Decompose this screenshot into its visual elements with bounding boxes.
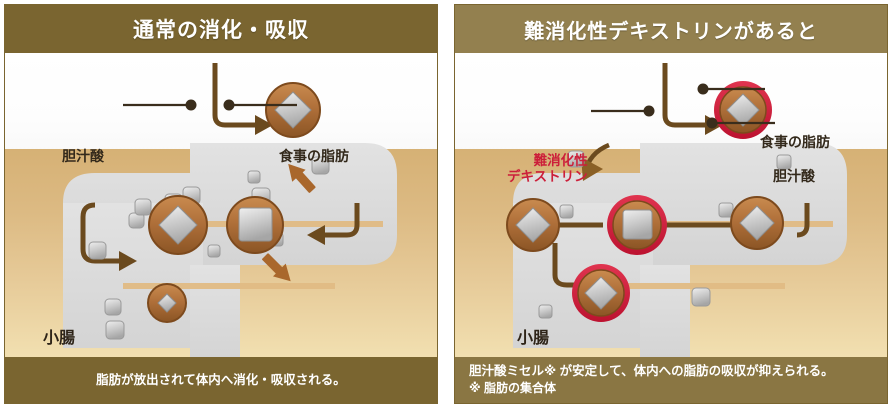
blocked-absorption-arrow <box>581 142 610 181</box>
panel-normal-header: 通常の消化・吸収 <box>5 5 437 53</box>
micelle-circle-icon <box>265 82 321 138</box>
label-small-intestine: 小腸 <box>43 330 76 347</box>
panel-dextrin-header: 難消化性デキストリンがあると <box>455 5 887 53</box>
micelle-circle-icon <box>226 196 284 254</box>
flow-arrow-icon <box>552 243 593 288</box>
caption-line-2: ※ 脂肪の集合体 <box>469 381 557 396</box>
micelle-group <box>506 81 784 322</box>
dextrin-red-ring-icon <box>714 81 772 139</box>
flow-arrow-icon <box>662 63 707 128</box>
label-dietary-fat: 食事の脂肪 <box>279 148 349 164</box>
flow-arrow-icon <box>212 63 257 128</box>
caption-line-1: 脂肪が放出されて体内へ消化・吸収される。 <box>96 372 346 387</box>
micelle-circle-icon <box>147 283 187 323</box>
fat-square-icon <box>238 207 273 242</box>
normal-digestion-diagram <box>63 63 397 359</box>
panel-normal-title: 通常の消化・吸収 <box>133 19 309 42</box>
fat-diamond-icon <box>726 93 760 127</box>
dextrin-red-ring-icon <box>607 195 667 255</box>
label-dextrin: 難消化性 デキストリン <box>507 153 588 184</box>
label-bile-acid: 胆汁酸 <box>62 148 104 164</box>
label-dietary-fat: 食事の脂肪 <box>760 134 830 150</box>
flow-arrow-icon <box>262 253 291 282</box>
flow-arrow-icon <box>307 225 325 245</box>
fat-diamond-icon <box>515 207 551 243</box>
label-small-intestine: 小腸 <box>517 330 550 347</box>
panel-dextrin-illustration: 難消化性 デキストリン 食事の脂肪 胆汁酸 小腸 <box>455 53 887 359</box>
fat-diamond-icon <box>739 205 775 241</box>
fat-diamond-icon <box>158 205 198 245</box>
micelle-group <box>147 82 321 323</box>
flow-arrow-icon <box>796 203 810 238</box>
micelle-circle-icon <box>730 196 784 250</box>
panel-dextrin-caption: 胆汁酸ミセル※ が安定して、体内への脂肪の吸収が抑えられる。 ※ 脂肪の集合体 <box>455 357 887 403</box>
flow-arrow-icon <box>80 202 121 264</box>
fat-diamond-icon <box>584 276 618 310</box>
flow-arrow-icon <box>288 163 316 193</box>
flow-arrow-icon <box>255 115 273 135</box>
dextrin-red-ring-icon <box>572 264 630 322</box>
panel-dextrin-title: 難消化性デキストリンがあると <box>524 20 818 43</box>
flow-arrow-icon <box>581 157 603 181</box>
micelle-circle-icon <box>506 198 560 252</box>
panel-normal-caption: 脂肪が放出されて体内へ消化・吸収される。 <box>5 357 437 403</box>
flow-arrows-group <box>80 63 360 264</box>
panel-normal-illustration: 胆汁酸 食事の脂肪 小腸 <box>5 53 437 359</box>
label-bile-acid: 胆汁酸 <box>773 168 815 184</box>
panel-with-dextrin: 難消化性デキストリンがあると <box>454 4 888 404</box>
micelle-circle-icon <box>148 195 208 255</box>
flow-arrow-head-group <box>119 115 325 271</box>
caption-line-1: 胆汁酸ミセル※ が安定して、体内への脂肪の吸収が抑えられる。 <box>469 364 834 379</box>
dextrin-diagram <box>506 63 847 359</box>
free-fat-squares-group <box>538 150 792 319</box>
flow-arrow-icon <box>119 251 137 271</box>
panel-normal-digestion: 通常の消化・吸収 <box>4 4 438 404</box>
fat-square-icon <box>622 209 653 240</box>
label-dextrin-line1: 難消化性 <box>533 153 588 168</box>
fat-diamond-icon <box>157 293 177 313</box>
flow-arrow-icon <box>323 203 360 238</box>
label-dextrin-line2: デキストリン <box>507 168 588 184</box>
